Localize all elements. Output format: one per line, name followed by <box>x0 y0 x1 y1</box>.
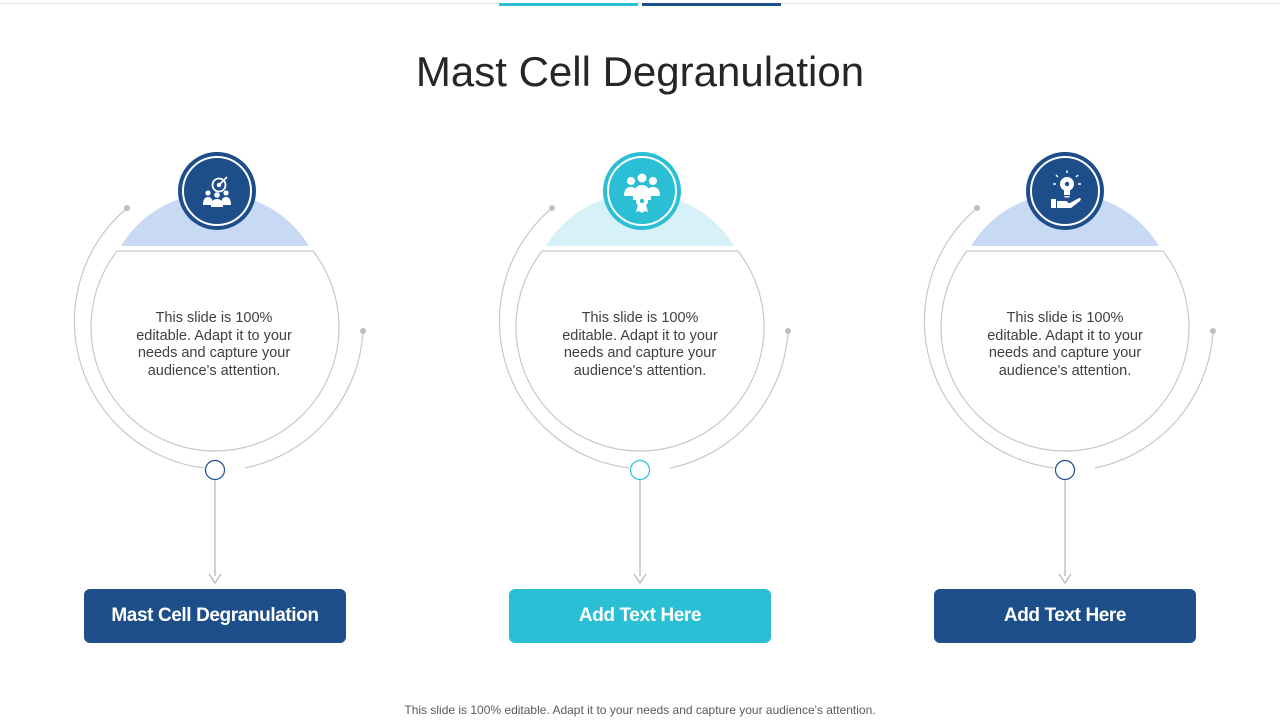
page-title: Mast Cell Degranulation <box>415 48 865 96</box>
top-accent-teal <box>499 3 638 6</box>
column-1-body: This slide is 100% editable. Adapt it to… <box>136 310 292 379</box>
column-3: This slide is 100% editable. Adapt it to… <box>850 0 1275 720</box>
top-accent-blue <box>642 3 781 6</box>
column-1: This slide is 100% editable. Adapt it to… <box>0 0 425 720</box>
footer-note: This slide is 100% editable. Adapt it to… <box>404 703 876 717</box>
top-rule <box>0 3 1280 4</box>
column-3-button[interactable]: Add Text Here <box>934 589 1196 643</box>
column-2-body: This slide is 100% editable. Adapt it to… <box>562 310 718 379</box>
column-2: This slide is 100% editable. Adapt it to… <box>425 0 850 720</box>
column-2-button[interactable]: Add Text Here <box>509 589 771 643</box>
column-3-body: This slide is 100% editable. Adapt it to… <box>987 310 1143 379</box>
column-1-button[interactable]: Mast Cell Degranulation <box>84 589 346 643</box>
